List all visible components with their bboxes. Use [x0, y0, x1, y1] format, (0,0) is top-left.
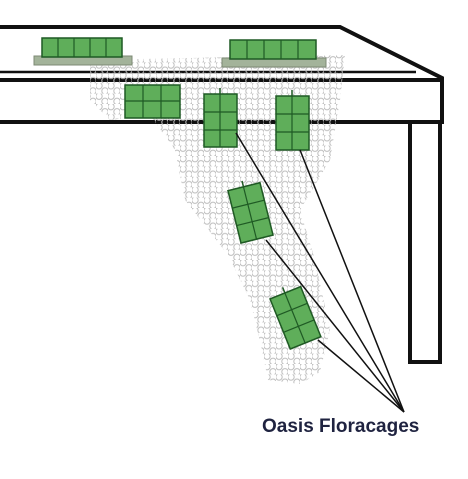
table-leg	[408, 122, 442, 364]
cage-tilted-bottom	[269, 285, 322, 351]
cage-hanging-2	[275, 90, 310, 151]
leader-line-1	[235, 132, 405, 413]
cage-hanging-1	[203, 88, 238, 148]
cage-top-right	[221, 39, 327, 68]
leader-line-4	[317, 339, 405, 413]
leader-line-2	[299, 149, 405, 413]
callout-leaders	[235, 132, 405, 413]
cage-top-left	[33, 37, 133, 66]
leader-line-3	[265, 239, 405, 413]
cage-tilted-middle	[227, 180, 274, 244]
callout-label: Oasis Floracages	[262, 416, 420, 437]
cage-front-horizontal	[124, 84, 181, 119]
